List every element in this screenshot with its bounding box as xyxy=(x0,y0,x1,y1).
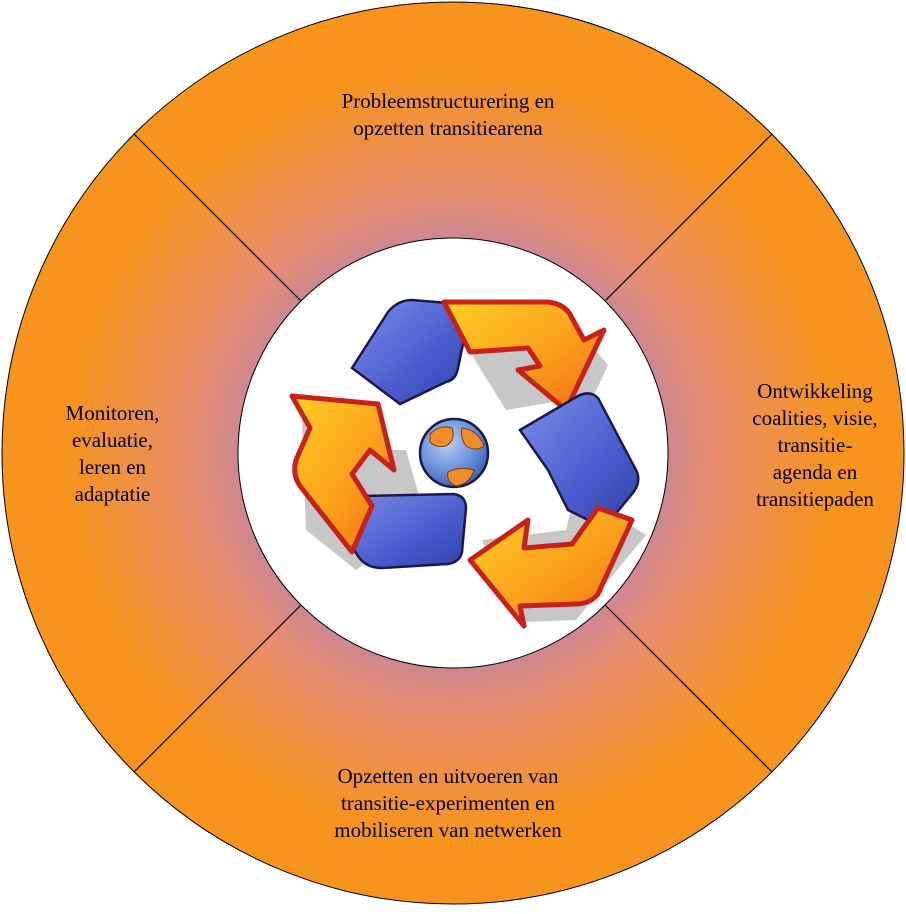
divider-top-right xyxy=(601,133,773,305)
segment-label-right: Ontwikkeling coalities, visie, transitie… xyxy=(752,379,878,511)
segment-label-left: Monitoren, evaluatie, leren en adaptatie xyxy=(65,401,160,506)
segment-label-bottom: Opzetten en uitvoeren van transitie-expe… xyxy=(334,764,562,842)
divider-top-left xyxy=(133,133,305,305)
segment-label-top: Probleemstructurering en opzetten transi… xyxy=(341,89,555,140)
recycle-globe-icon xyxy=(289,298,646,629)
blue-arrow-right xyxy=(518,392,640,530)
divider-bottom-left xyxy=(133,601,305,773)
globe-icon xyxy=(418,417,490,489)
orange-arrow-left xyxy=(289,393,397,555)
divider-bottom-right xyxy=(601,601,773,773)
orange-arrow-bottom xyxy=(467,505,635,629)
orange-arrow-top xyxy=(441,299,607,413)
